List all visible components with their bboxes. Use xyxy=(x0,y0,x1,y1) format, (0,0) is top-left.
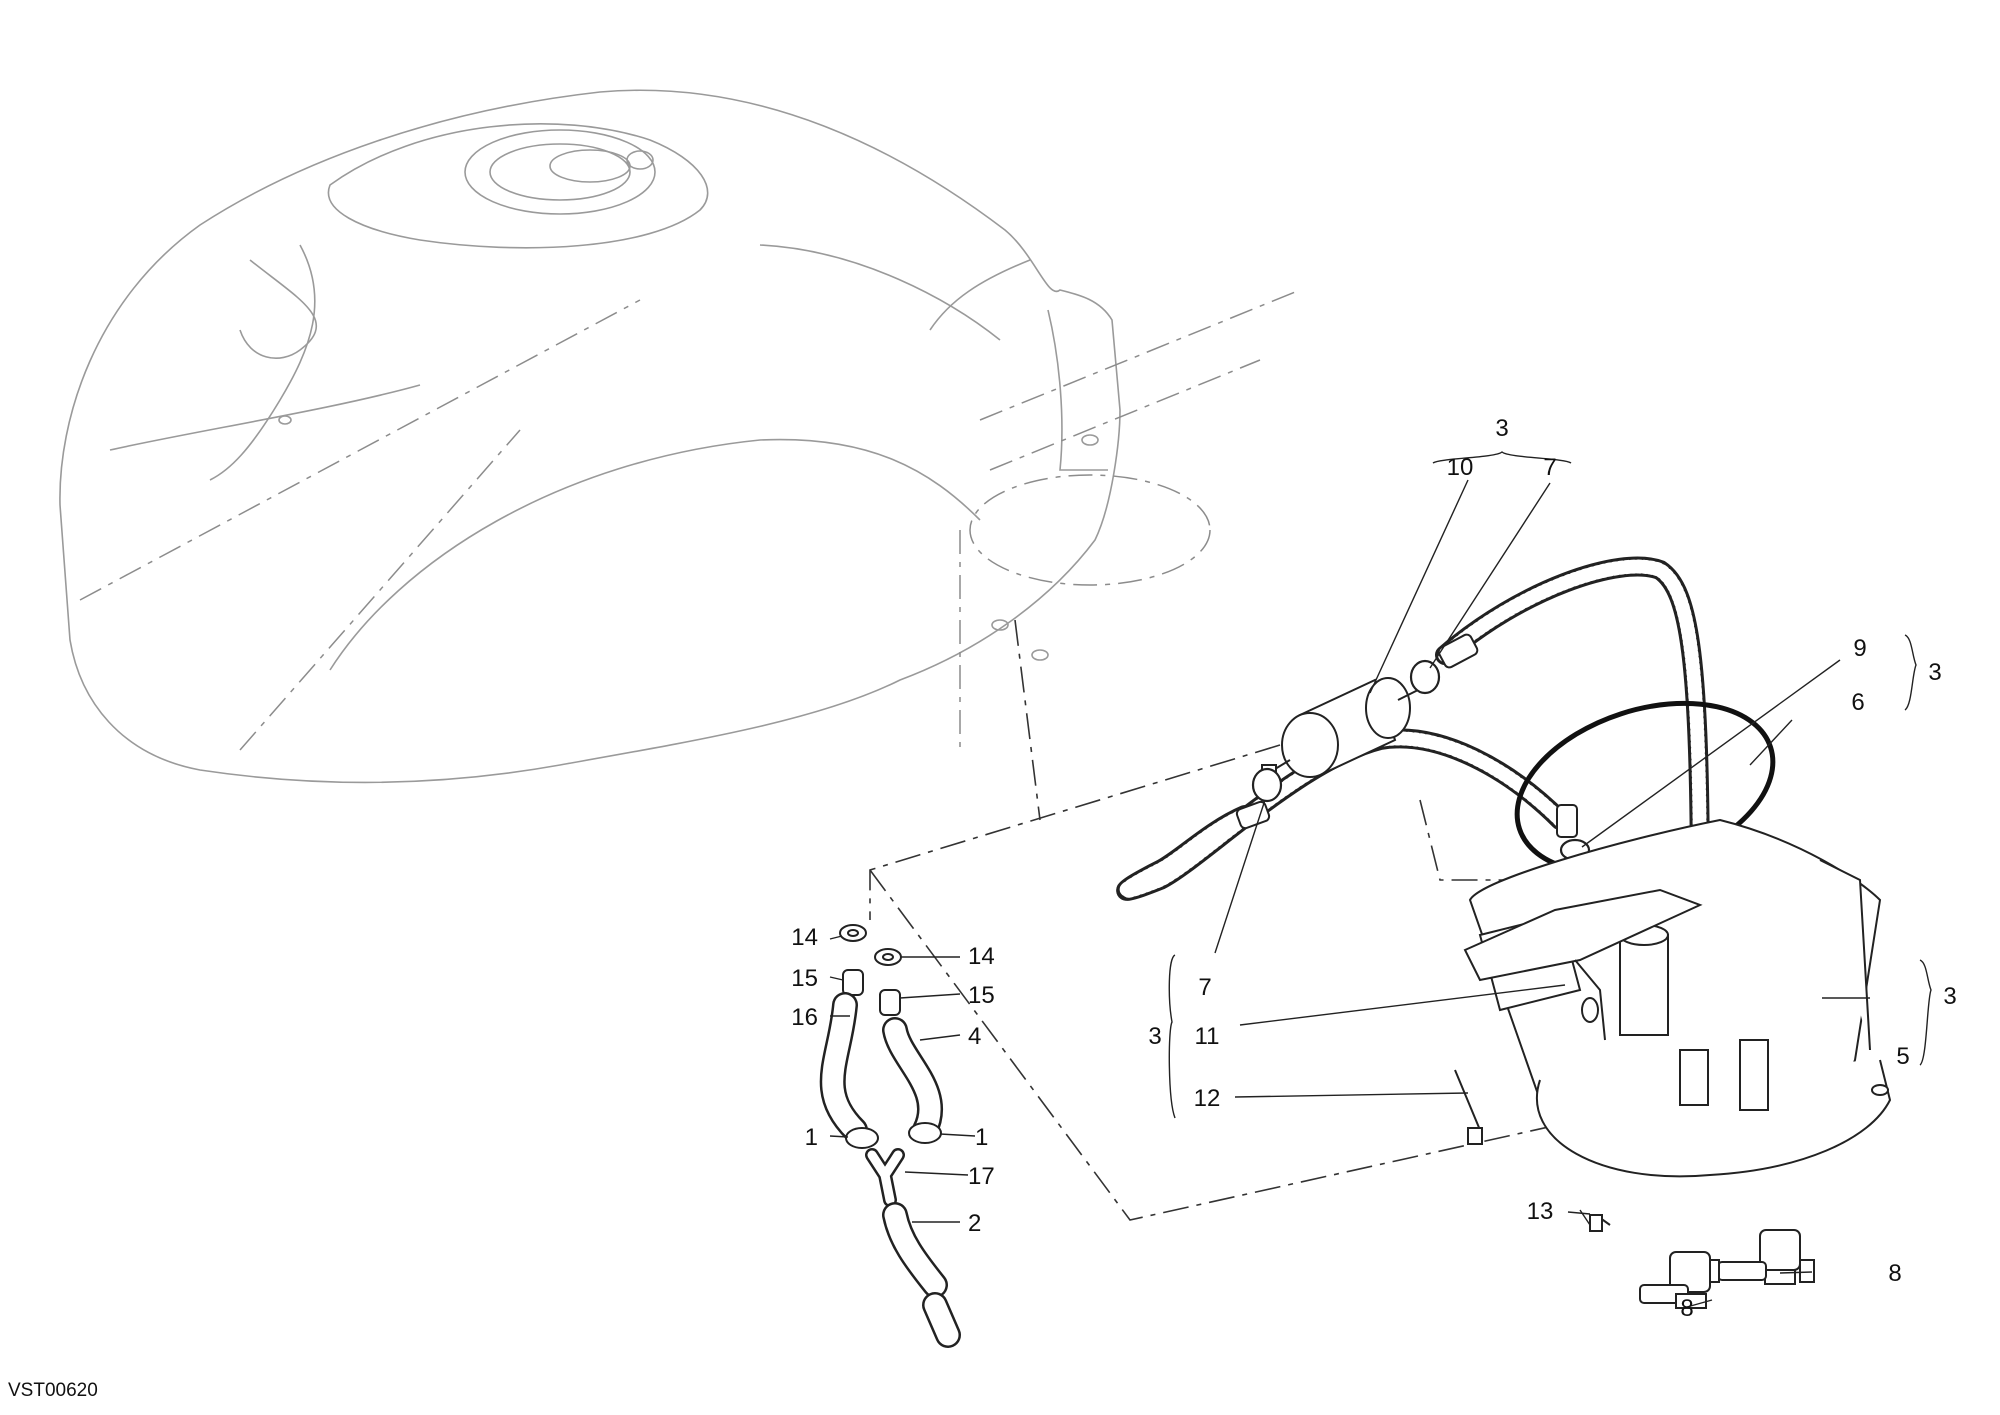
brace-3-left xyxy=(1168,954,1176,1119)
clip-1-left xyxy=(845,1127,879,1149)
vent-hose-set xyxy=(819,924,961,1348)
tank-knee-recess xyxy=(239,259,318,359)
fuel-tank xyxy=(59,89,1121,784)
fuel-hose-short xyxy=(1116,728,1570,901)
callout-6: 6 xyxy=(1851,689,1864,716)
callout-4: 4 xyxy=(968,1023,981,1050)
hose-clamps xyxy=(1251,659,1591,862)
mount-hole-3 xyxy=(1031,649,1049,661)
callout-3-right: 3 xyxy=(1943,983,1956,1010)
callout-1-right: 1 xyxy=(975,1124,988,1151)
fuel-filter xyxy=(1261,677,1419,780)
callout-3-top: 3 xyxy=(1495,415,1508,442)
brace-3-r9 xyxy=(1904,634,1917,711)
mount-hole-4 xyxy=(278,415,292,425)
pump-flange xyxy=(1535,1059,1892,1178)
filler-cap-ring xyxy=(464,129,656,215)
callout-2: 2 xyxy=(968,1210,981,1237)
tank-top-crease xyxy=(759,244,1001,341)
callout-8-left: 8 xyxy=(1680,1295,1693,1322)
callout-7-mid: 7 xyxy=(1198,974,1211,1001)
callout-labels: 3 10 7 9 6 3 7 3 11 12 3 5 13 8 8 14 15 … xyxy=(791,415,1956,1322)
fuel-hose-long xyxy=(1435,556,1720,1050)
callout-10: 10 xyxy=(1447,454,1474,481)
filler-cap-inner xyxy=(489,143,631,201)
tank-side-flange xyxy=(1047,309,1108,471)
callout-1-left: 1 xyxy=(805,1124,818,1151)
brace-3-top xyxy=(1432,451,1572,464)
clip-1-right xyxy=(908,1122,942,1144)
callout-13: 13 xyxy=(1527,1198,1554,1225)
callout-14-left: 14 xyxy=(791,924,818,951)
callout-5: 5 xyxy=(1896,1043,1909,1070)
tank-contour-low xyxy=(109,384,421,451)
callout-leaders xyxy=(829,451,1932,1308)
callout-9: 9 xyxy=(1853,635,1866,662)
tank-underside xyxy=(329,438,981,671)
callout-17: 17 xyxy=(968,1163,995,1190)
brace-3-right xyxy=(1919,959,1932,1066)
callout-14-right: 14 xyxy=(968,943,995,970)
quick-connectors xyxy=(1639,1229,1815,1309)
mount-hole-2 xyxy=(991,619,1009,631)
callout-7-top: 7 xyxy=(1543,454,1556,481)
callout-12: 12 xyxy=(1194,1085,1221,1112)
drawing-code: VST00620 xyxy=(8,1380,98,1401)
wire-12 xyxy=(1454,1069,1482,1136)
filler-vent xyxy=(626,150,654,170)
tank-rear-edge xyxy=(929,259,1031,331)
mount-hole xyxy=(1081,434,1099,446)
callout-3-left: 3 xyxy=(1148,1023,1161,1050)
callout-3-r9: 3 xyxy=(1928,659,1941,686)
clamp-7-upper xyxy=(1409,659,1441,695)
callout-15-left: 15 xyxy=(791,965,818,992)
fuel-pump-assembly xyxy=(1454,818,1892,1232)
callout-11: 11 xyxy=(1195,1023,1220,1050)
seal-5 xyxy=(1871,1084,1889,1096)
spring-11 xyxy=(1581,997,1599,1023)
tank-outline xyxy=(59,89,1121,784)
callout-15-right: 15 xyxy=(968,982,995,1009)
clamp-7-lower xyxy=(1251,767,1283,803)
filler-cap-center xyxy=(549,149,631,183)
fitting-15-left xyxy=(842,969,864,996)
callout-16: 16 xyxy=(791,1004,818,1031)
tank-dash-lines xyxy=(79,289,1301,751)
filler-recess-outer xyxy=(327,123,709,249)
callout-8-right: 8 xyxy=(1888,1260,1901,1287)
level-sender-arm xyxy=(1463,888,1703,982)
pump-motor xyxy=(1619,934,1669,1036)
fitting-15-right xyxy=(879,989,901,1016)
tank-contour-left xyxy=(209,244,316,481)
